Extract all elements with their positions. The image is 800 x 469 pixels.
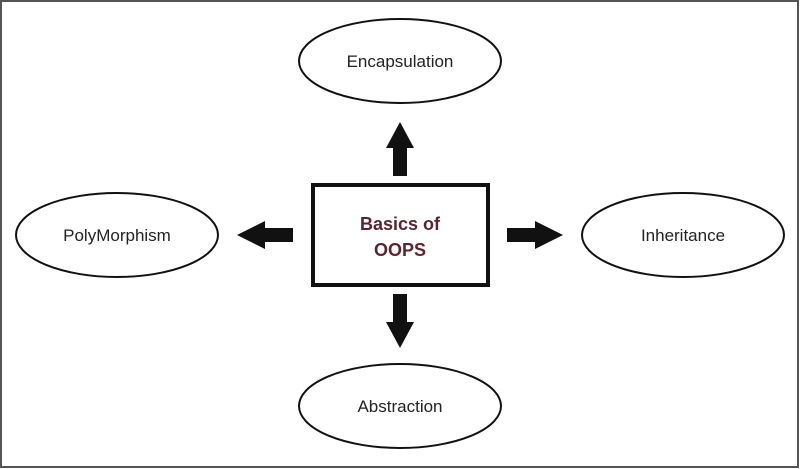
node-polymorphism [15, 192, 219, 278]
node-polymorphism-label: PolyMorphism [63, 226, 171, 245]
node-inheritance-label: Inheritance [641, 226, 725, 245]
node-encapsulation-label: Encapsulation [347, 52, 454, 71]
center-title-line2: OOPS [374, 240, 426, 260]
node-abstraction-label: Abstraction [357, 397, 442, 416]
node-inheritance [581, 192, 785, 278]
center-title-line1: Basics of [360, 214, 441, 234]
arrow-right-icon [507, 221, 563, 249]
node-encapsulation [298, 18, 502, 104]
arrow-up-icon [386, 122, 414, 176]
arrow-left-icon [237, 221, 293, 249]
arrow-down-icon [386, 294, 414, 348]
node-abstraction [298, 363, 502, 449]
center-box [311, 183, 490, 287]
